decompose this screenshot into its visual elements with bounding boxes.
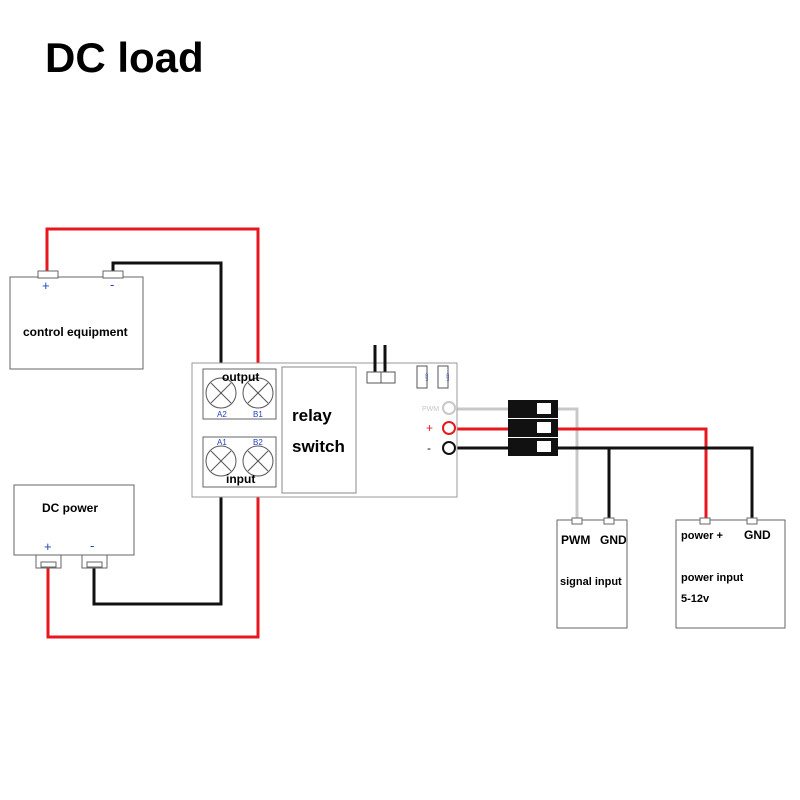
led-indicator-1: LED [416,365,429,389]
relay-minus-label: - [427,441,431,455]
signal-pwm-label: PWM [561,533,590,547]
wire-pwm-out [550,407,579,520]
output-label: output [222,370,259,384]
relay-component: relay switch [281,366,357,494]
input-label: input [226,472,255,486]
output-terminal: output A2 B1 [202,368,277,420]
led-indicator-2: LED [437,365,450,389]
control-plus-label: + [42,278,50,293]
pwm-pin [442,401,456,415]
relay-label-line1: relay [292,406,332,425]
relay-label-line2: switch [292,437,345,456]
relay-plus-label: + [426,421,433,435]
dc-power-label: DC power [42,501,98,515]
dc-power-box: DC power + - [13,484,135,569]
wire-minus-out [550,446,754,520]
dc-power-plus-label: + [44,539,52,554]
page-title: DC load [45,34,204,81]
terminal-a1-label: A1 [217,438,227,447]
signal-gnd-label: GND [600,533,627,547]
led2-label: LED [445,373,450,381]
minus-pin [442,441,456,455]
power-input-label: power input [681,572,744,584]
cable-connector [508,400,558,456]
wire-dcpower-minus [92,480,223,606]
wire-plus-out [550,427,708,520]
power-range-label: 5-12v [681,593,710,605]
power-gnd-label: GND [744,528,771,542]
jumper-pins [366,345,396,384]
dc-power-minus-label: - [90,538,94,553]
wire-control-minus [111,261,223,372]
power-input-box: power + GND power input 5-12v [675,517,786,629]
terminal-b1-label: B1 [253,410,263,419]
relay-board: output A2 B1 A1 B2 input relay switch [191,345,458,498]
terminal-b2-label: B2 [253,438,263,447]
wire-dcpower-plus [46,480,260,639]
plus-pin [442,421,456,435]
led1-label: LED [424,373,429,381]
wire-control-plus [45,227,260,372]
input-terminal: A1 B2 input [202,436,277,488]
control-equipment-label: control equipment [23,325,128,339]
power-plus-label: power + [681,530,723,542]
signal-input-box: PWM GND signal input [556,517,628,629]
control-equipment-box: + - control equipment [9,270,144,370]
signal-input-label: signal input [560,576,622,588]
control-minus-label: - [110,277,114,292]
terminal-a2-label: A2 [217,410,227,419]
relay-pwm-label: PWM [422,406,439,413]
